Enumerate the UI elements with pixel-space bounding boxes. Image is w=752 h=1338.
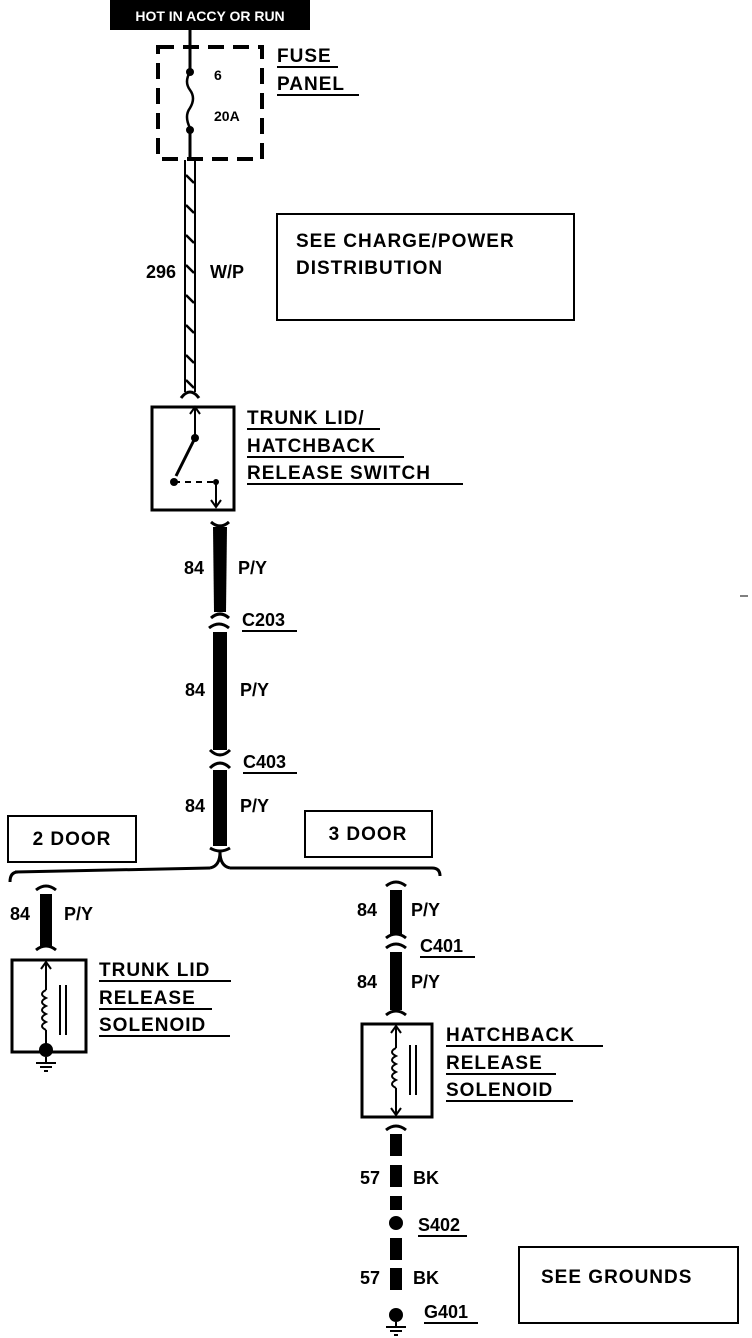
wire-84-a-color: P/Y	[238, 558, 267, 578]
trunk-solenoid-line2: RELEASE	[99, 988, 196, 1009]
wire-84-left-color: P/Y	[64, 904, 93, 924]
wire-57-segment-b	[390, 1238, 402, 1290]
connector-c203-label: C203	[242, 610, 285, 630]
fuse-label-line1: FUSE	[277, 46, 332, 67]
three-door-box	[304, 810, 433, 858]
fuse-rating: 20A	[214, 108, 240, 124]
release-switch-box	[150, 405, 236, 512]
wire-84-b-circuit: 84	[185, 680, 205, 700]
hatch-solenoid-coil-icon	[390, 1024, 417, 1117]
wire-84-segment-b	[213, 632, 227, 750]
ground-g401-dot	[389, 1308, 403, 1322]
fuse-icon	[185, 71, 195, 129]
wire-57-b-circuit: 57	[360, 1268, 380, 1288]
power-header-box	[110, 0, 310, 30]
switch-label-line3: RELEASE SWITCH	[247, 463, 431, 484]
wire-84-a-circuit: 84	[184, 558, 204, 578]
fuse-number: 6	[214, 67, 222, 83]
wire-84-right-a-color: P/Y	[411, 900, 440, 920]
wire-84-right-a	[385, 880, 407, 940]
wire-84-left-circuit: 84	[10, 904, 30, 924]
switch-icon	[170, 405, 222, 509]
hatch-solenoid-line2: RELEASE	[446, 1053, 543, 1074]
wire-296-circuit: 296	[146, 262, 176, 282]
two-door-label: 2 DOOR	[33, 829, 112, 850]
wire-57-segment-a	[385, 1124, 407, 1210]
connector-c203-icon	[208, 622, 230, 630]
two-door-box	[7, 815, 137, 863]
wire-296	[179, 160, 201, 399]
wire-84-c-color: P/Y	[240, 796, 269, 816]
wire-57-a-circuit: 57	[360, 1168, 380, 1188]
see-charge-line2: DISTRIBUTION	[296, 258, 443, 279]
see-grounds-label: SEE GROUNDS	[541, 1267, 692, 1288]
trunk-solenoid-line1: TRUNK LID	[99, 960, 210, 981]
see-grounds-box	[518, 1246, 739, 1324]
three-door-label: 3 DOOR	[329, 824, 408, 845]
fuse-panel-box	[156, 45, 264, 161]
splice-s402-label: S402	[418, 1215, 460, 1235]
connector-c403-label: C403	[243, 752, 286, 772]
connector-c403-icon	[208, 748, 232, 757]
see-charge-note-box	[276, 213, 575, 321]
wire-84-segment-a	[210, 520, 230, 620]
wire-57-b-color: BK	[413, 1268, 439, 1288]
connector-c401-icon	[385, 942, 407, 950]
wire-84-right-b-color: P/Y	[411, 972, 440, 992]
hatch-solenoid-box	[360, 1022, 434, 1119]
wire-84-right-a-circuit: 84	[357, 900, 377, 920]
switch-label-line1: TRUNK LID/	[247, 408, 365, 429]
hatch-solenoid-line3: SOLENOID	[446, 1080, 553, 1101]
wire-84-c-circuit: 84	[185, 796, 205, 816]
see-charge-line1: SEE CHARGE/POWER	[296, 231, 515, 252]
wire-84-b-color: P/Y	[240, 680, 269, 700]
ground-icon-right	[386, 1322, 406, 1336]
wire-296-color: W/P	[210, 262, 244, 282]
ground-g401-label: G401	[424, 1302, 468, 1322]
trunk-solenoid-box	[10, 958, 88, 1054]
splice-bus	[8, 851, 442, 883]
wire-84-left	[35, 884, 57, 952]
wire-84-right-b	[385, 952, 407, 1017]
switch-label-line2: HATCHBACK	[247, 436, 376, 457]
wire-84-right-b-circuit: 84	[357, 972, 377, 992]
ground-icon-left	[36, 1057, 56, 1072]
trunk-solenoid-coil-icon	[39, 960, 67, 1057]
fuse-label-line2: PANEL	[277, 74, 345, 95]
wire-57-a-color: BK	[413, 1168, 439, 1188]
hatch-solenoid-line1: HATCHBACK	[446, 1025, 575, 1046]
power-header-label: HOT IN ACCY OR RUN	[135, 8, 284, 24]
wire-84-segment-c	[213, 770, 227, 846]
splice-s402-dot	[389, 1216, 403, 1230]
trunk-solenoid-line3: SOLENOID	[99, 1015, 206, 1036]
connector-c401-label: C401	[420, 936, 463, 956]
